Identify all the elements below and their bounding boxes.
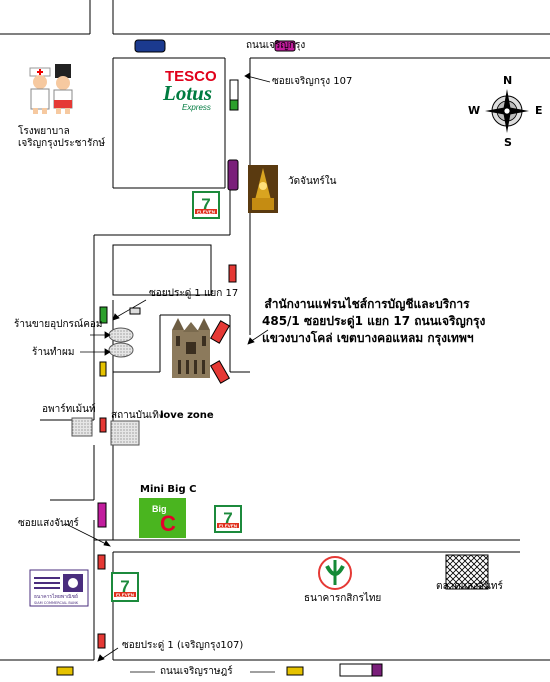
svg-text:7: 7 [120, 577, 129, 596]
compass-e: E [535, 104, 543, 117]
soi-pradu-alt-label: ซอยประดู่ 1 (เจริญกรุง107) [122, 640, 244, 651]
apartment-block [71, 417, 93, 437]
hair-salon-label: ร้านทำผม [32, 347, 75, 358]
svg-text:ELEVEN: ELEVEN [116, 593, 134, 598]
road-lines [0, 0, 550, 661]
market-block [445, 554, 489, 590]
svg-text:ELEVEN: ELEVEN [197, 210, 215, 215]
entertainment-block [110, 420, 140, 446]
soi-107-label: ซอยเจริญกรุง 107 [272, 76, 353, 87]
tesco-lotus-logo: TESCO Lotus Express [162, 68, 217, 112]
seven-eleven-icon: 7 ELEVEN [192, 191, 220, 219]
charoenkrung-road-label: ถนนเจริญกรุง [246, 40, 306, 51]
equipment-shop-label: ร้านขายอุปกรณ์คอม [14, 319, 103, 330]
svg-text:ELEVEN: ELEVEN [219, 524, 237, 529]
charoen-rat-road-label: ถนนเจริญราษฎร์ [160, 666, 233, 677]
svg-text:ธนาคารไทยพาณิชย์: ธนาคารไทยพาณิชย์ [34, 593, 78, 600]
wat-chan-nai-temple-icon [248, 165, 278, 213]
hospital-label-line1: โรงพยาบาล [18, 126, 70, 137]
office-address: สำนักงานแฟรนไชส์การบัญชีและบริการ 485/1 … [262, 296, 486, 347]
office-address-line1: สำนักงานแฟรนไชส์การบัญชีและบริการ [264, 297, 470, 311]
love-zone-label: love zone [160, 410, 214, 421]
apartment-label: อพาร์ทเม้นท์ [42, 404, 96, 415]
callout-arrows [65, 72, 275, 673]
soi-saeng-chan-label: ซอยแสงจันทร์ [18, 518, 79, 529]
svg-text:7: 7 [201, 195, 210, 214]
compass-s: S [504, 136, 512, 149]
compass-rose-icon [485, 89, 529, 133]
big-c-logo: Big C [139, 498, 186, 538]
temple-label: วัดจันทร์ใน [288, 176, 337, 187]
compass-w: W [468, 104, 481, 117]
seven-eleven-icon: 7 ELEVEN [111, 572, 139, 602]
market-label: ตลาดแสงจันทร์ [436, 581, 503, 592]
office-building-icon [172, 318, 210, 378]
kbank-logo [318, 556, 352, 590]
seven-eleven-icon: 7 ELEVEN [214, 505, 242, 533]
svg-text:SIAM COMMERCIAL BANK: SIAM COMMERCIAL BANK [34, 601, 79, 605]
shop-ovals-icon [108, 327, 134, 358]
entertainment-label: สถานบันเทิง [111, 410, 164, 421]
svg-text:Lotus: Lotus [162, 81, 212, 105]
hospital-icon [29, 64, 73, 114]
svg-text:C: C [160, 511, 176, 536]
office-address-line2: 485/1 ซอยประดู่1 แยก 17 ถนนเจริญกรุง [262, 314, 486, 328]
office-address-line3: แขวงบางโคล่ เขตบางคอแหลม กรุงเทพฯ [262, 331, 474, 345]
kbank-label: ธนาคารกสิกรไทย [304, 593, 382, 604]
mini-big-c-label: Mini Big C [140, 484, 197, 495]
svg-text:TESCO: TESCO [165, 68, 217, 85]
svg-text:Big: Big [152, 504, 167, 514]
soi-17-label: ซอยประดู่ 1 แยก 17 [149, 288, 239, 299]
vehicle-icons [56, 39, 383, 677]
svg-text:7: 7 [223, 509, 232, 528]
scb-logo: ธนาคารไทยพาณิชย์ SIAM COMMERCIAL BANK [29, 569, 89, 607]
hospital-label-line2: เจริญกรุงประชารักษ์ [18, 138, 105, 149]
compass-n: N [503, 74, 513, 87]
svg-text:Express: Express [182, 103, 211, 112]
